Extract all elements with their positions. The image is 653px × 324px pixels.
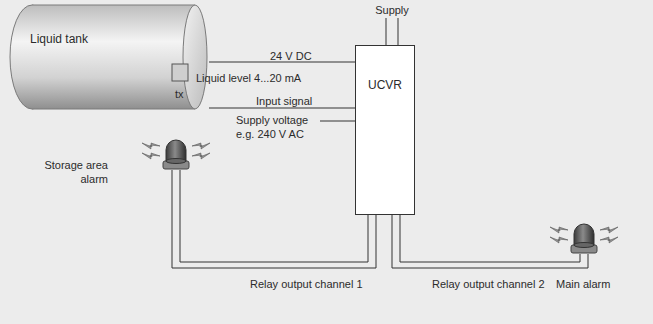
alarm-beacon [142,140,210,169]
level-transmitter [172,64,188,81]
signal-wire [209,108,355,109]
supply-wire [398,18,399,45]
supply-label: Supply [372,3,412,17]
liquid-tank-drawing [10,5,207,109]
alarm-beacon [550,224,618,253]
relay-wire [172,170,376,268]
node-text: UCVR [356,78,414,93]
relay-output-label: Relay output channel 1 [250,277,363,291]
relay-wire [392,215,588,268]
alarm-label: Main alarm [556,277,610,291]
relay-wire [400,215,580,262]
transmitter-label: tx [175,87,184,101]
supply-voltage-label: Supply voltage e.g. 240 V AC [236,113,316,142]
wires [172,18,588,268]
wire-label: 24 V DC [270,49,312,63]
relay-output-label: Relay output channel 2 [432,277,545,291]
alarm-label: Storage area alarm [14,158,108,187]
node-text: Liquid tank [30,32,209,47]
signal-label: Liquid level 4...20 mA [196,71,301,85]
controller-box: UCVR [355,45,415,215]
relay-wire [180,170,368,262]
supply-voltage-leader [320,121,355,122]
supply-wire [386,18,387,45]
wire-label: Input signal [256,94,312,108]
